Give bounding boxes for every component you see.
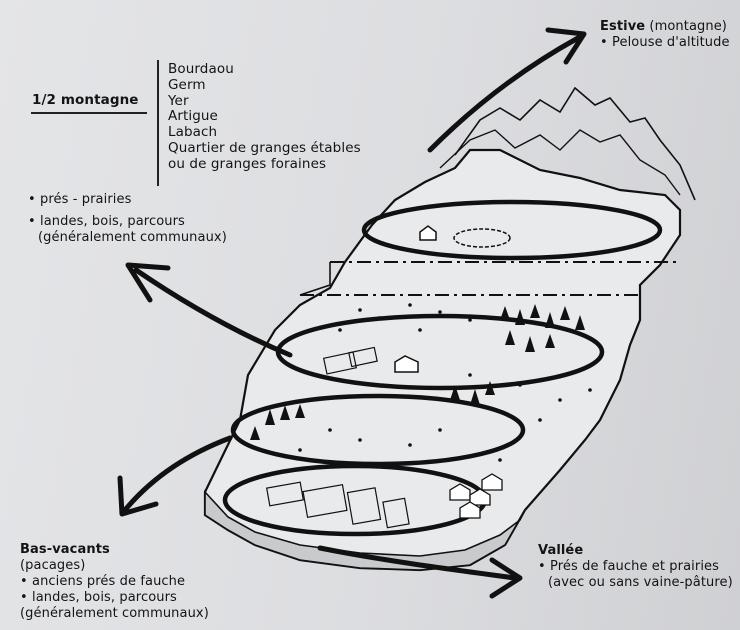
arrow-to-half-mountain [133,267,293,358]
ring-estive [361,199,663,261]
zone-boundary-upper-left [299,262,331,296]
valley-village [449,473,503,519]
place-item: Labach [168,124,218,141]
scattered-shrubs [298,303,592,462]
bas-vacants-item-note: (généralement communaux) [20,606,209,621]
vallee-label: Vallée Prés de fauche et prairies (avec … [538,543,733,591]
valley-field-2 [302,484,348,518]
half-mountain-title: 1/2 montagne [32,92,139,108]
estive-hut [419,225,437,241]
place-item: Quartier de granges étables [168,139,361,156]
place-item: Yer [168,92,189,109]
forest-trees [250,304,585,440]
place-item: Bourdaou [168,61,234,77]
terrain-front-face [204,489,526,571]
valley-field-1 [266,481,304,507]
vallee-item: Prés de fauche et prairies [538,559,733,575]
bas-vacants-item: landes, bois, parcours [20,590,209,606]
arrow-to-estive [427,35,581,153]
estive-label: Estive (montagne) Pelouse d'altitude [600,19,730,51]
field-parcel-1 [322,351,358,375]
valley-field-3 [346,487,382,525]
arrow-to-bas-vacants-head [117,475,159,517]
arrow-to-vallee [317,545,518,581]
feature-item: prés - prairies [28,192,227,208]
estive-enclosure [453,228,511,248]
half-mountain-underline [31,112,147,114]
barn-1 [394,355,419,373]
field-parcel-2 [348,346,378,368]
terrain-block [203,148,682,572]
arrow-to-vallee-head [489,557,523,599]
arrow-to-bas-vacants [122,435,233,513]
feature-item: landes, bois, parcours [28,214,227,230]
half-mountain-bracket [157,60,159,186]
bas-vacants-qualifier: (pacages) [20,558,86,573]
arrow-to-estive-head [545,27,587,65]
mountain-ridge-line [454,86,696,201]
half-mountain-places: Bourdaou Germ Yer Artigue Labach Quartie… [168,61,361,173]
estive-item: Pelouse d'altitude [600,35,730,51]
ring-bas-vacants [230,393,526,467]
vallee-item-note: (avec ou sans vaine-pâture) [548,575,733,590]
place-item: Germ [168,76,206,93]
valley-field-4 [382,497,410,529]
feature-item-note: (généralement communaux) [38,230,227,245]
bas-vacants-title: Bas-vacants [20,542,110,557]
estive-title: Estive [600,19,646,34]
place-item: Artigue [168,108,218,125]
vallee-title: Vallée [538,543,584,558]
bas-vacants-label: Bas-vacants (pacages) anciens prés de fa… [20,542,209,622]
mountain-ridge-line-2 [439,129,681,196]
estive-qualifier: (montagne) [649,19,727,34]
bas-vacants-item: anciens prés de fauche [20,574,209,590]
place-item: ou de granges foraines [168,155,327,172]
arrow-to-half-mountain-head [125,262,171,303]
half-mountain-features: prés - prairies landes, bois, parcours (… [28,192,227,246]
